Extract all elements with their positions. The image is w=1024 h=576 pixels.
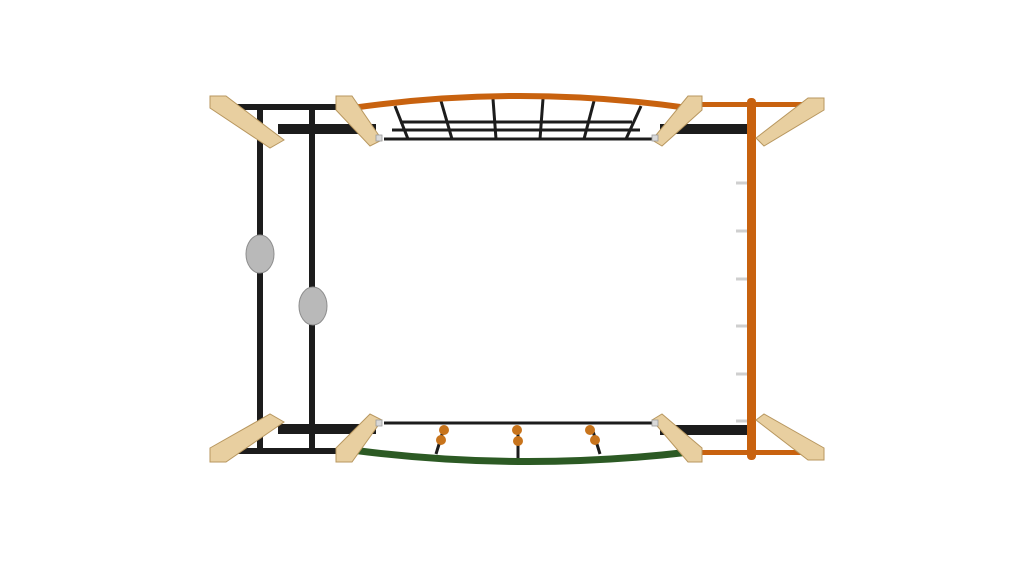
orange-handle xyxy=(590,435,600,445)
ladder-arched-beam xyxy=(349,93,691,111)
wood-post-inner-right-bottom xyxy=(651,413,703,463)
ladder-rung xyxy=(491,98,498,140)
left-upper-connector xyxy=(278,124,376,134)
left-pole-frame xyxy=(232,104,376,454)
ladder-rung xyxy=(439,100,454,140)
wood-post-left-bottom xyxy=(209,413,285,463)
orange-fireman-pole xyxy=(747,98,756,460)
left-pole-2 xyxy=(309,108,315,453)
left-lower-connector xyxy=(278,424,376,434)
ladder-rung xyxy=(582,100,596,140)
fireman-pole-ladder xyxy=(660,98,810,460)
bolt xyxy=(375,419,383,427)
wood-post-left-top xyxy=(209,95,285,149)
wood-post-inner-left-bottom xyxy=(335,413,383,463)
bolts xyxy=(375,134,659,427)
right-lower-connector xyxy=(660,425,748,435)
orange-handle xyxy=(439,425,449,435)
left-pole-1 xyxy=(257,108,263,453)
wooden-posts xyxy=(209,95,825,463)
right-upper-connector xyxy=(660,124,748,134)
rope-traverse xyxy=(348,421,694,466)
orange-handle xyxy=(512,425,522,435)
bolt xyxy=(651,134,659,142)
ladder-rung xyxy=(538,98,545,140)
grey-hold-2 xyxy=(298,286,328,326)
monkey-bar-ladder xyxy=(349,93,691,141)
wood-post-inner-left-top xyxy=(335,95,383,147)
wood-post-right-top xyxy=(755,97,825,147)
left-frame-top-bar xyxy=(232,104,342,110)
ladder-rung xyxy=(393,105,410,140)
traverse-green-beam xyxy=(348,446,694,466)
wood-post-inner-right-top xyxy=(651,95,703,147)
ladder-rung xyxy=(624,105,643,140)
left-frame-bottom-bar xyxy=(232,448,342,454)
orange-handle xyxy=(585,425,595,435)
bolt xyxy=(651,419,659,427)
orange-handle xyxy=(513,436,523,446)
bolt xyxy=(375,134,383,142)
grey-hold-1 xyxy=(245,234,275,274)
orange-handle xyxy=(436,435,446,445)
wood-post-right-bottom xyxy=(755,413,825,461)
